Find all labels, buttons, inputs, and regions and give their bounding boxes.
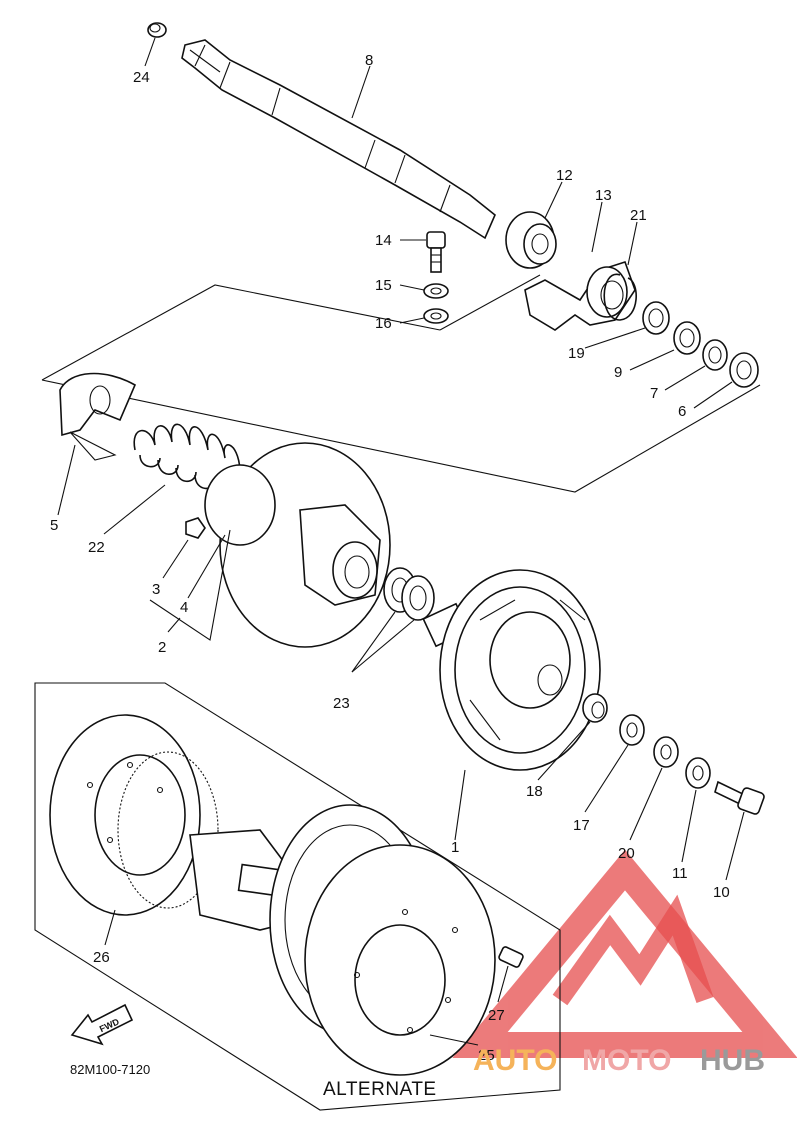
bolt-10: [714, 780, 765, 815]
nut: [423, 308, 449, 324]
watermark-part3: HUB: [700, 1044, 765, 1077]
label-12: 12: [556, 167, 573, 184]
washer-6: [729, 352, 759, 388]
label-10: 10: [713, 884, 730, 901]
label-24: 24: [133, 69, 150, 86]
label-5: 5: [50, 517, 58, 534]
label-13: 13: [595, 187, 612, 204]
alternate-frame: [34, 682, 561, 1111]
fixed-sheave: [422, 569, 601, 771]
label-21: 21: [630, 207, 647, 224]
slider-piece: [185, 517, 206, 539]
compression-spring: [133, 423, 241, 498]
label-27: 27: [488, 1007, 505, 1024]
washer-20: [653, 736, 679, 768]
washer-7: [702, 339, 728, 371]
label-23: 23: [333, 695, 350, 712]
movable-sheave: [204, 442, 391, 648]
label-20: 20: [618, 845, 635, 862]
washer-19: [642, 301, 670, 335]
leader-lines: [57, 37, 745, 1046]
label-7: 7: [650, 385, 658, 402]
label-8: 8: [365, 52, 373, 69]
alternate-assembly: [49, 714, 524, 1076]
washer-11: [685, 757, 711, 789]
label-19: 19: [568, 345, 585, 362]
cap-nut: [147, 22, 167, 38]
label-3: 3: [152, 581, 160, 598]
washer-9: [673, 321, 701, 355]
part-labels: 24 8 12 13 21 14 15 16 19 9 7 6 5 22 3 4…: [50, 52, 730, 1064]
label-2: 2: [158, 639, 166, 656]
label-9: 9: [614, 364, 622, 381]
bearing: [505, 211, 557, 269]
bolt: [426, 231, 446, 273]
spring-seat-cam: [59, 372, 137, 461]
alternate-label: ALTERNATE: [323, 1079, 437, 1100]
circlip: [603, 273, 637, 321]
diagram-code: 82M100-7120: [70, 1062, 150, 1077]
fwd-arrow-icon: FWD: [70, 1003, 134, 1046]
label-1: 1: [451, 839, 459, 856]
label-6: 6: [678, 403, 686, 420]
subassembly-outline: [41, 274, 761, 493]
label-14: 14: [375, 232, 392, 249]
washer-17: [619, 714, 645, 746]
bearing-bracket: [524, 261, 636, 331]
watermark-text: AUTO MOTO HUB: [473, 1044, 765, 1077]
collar: [582, 693, 608, 723]
label-4: 4: [180, 599, 188, 616]
label-22: 22: [88, 539, 105, 556]
label-17: 17: [573, 817, 590, 834]
label-25: 25: [478, 1047, 495, 1064]
spring-washer: [423, 283, 449, 299]
spacer-pair: [383, 567, 435, 621]
main-shaft: [181, 39, 496, 240]
label-26: 26: [93, 949, 110, 966]
watermark-part2: MOTO: [582, 1044, 671, 1077]
watermark-part1: AUTO: [473, 1044, 557, 1077]
watermark-logo: [452, 849, 797, 1058]
label-18: 18: [526, 783, 543, 800]
label-11: 11: [672, 865, 688, 882]
label-16: 16: [375, 315, 392, 332]
label-15: 15: [375, 277, 392, 294]
